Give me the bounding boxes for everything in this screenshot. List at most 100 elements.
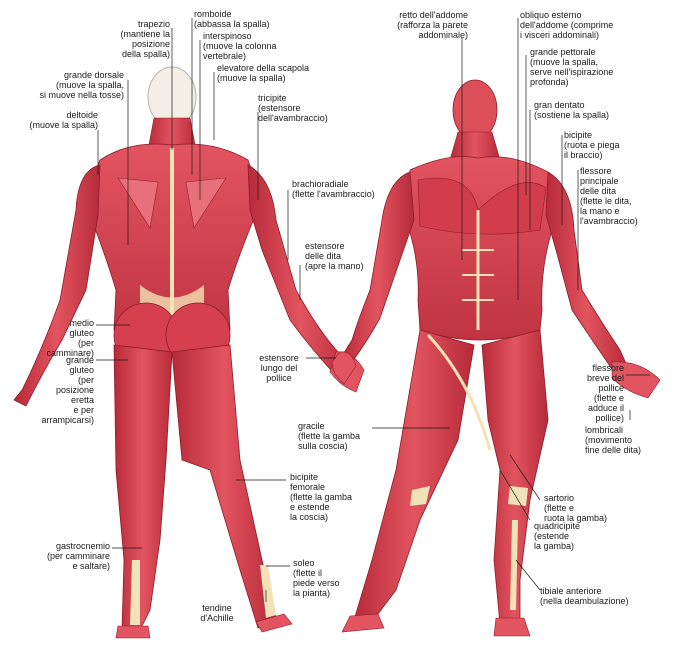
label-text: profonda) [530,77,569,87]
leader-lines [96,18,650,602]
label-text: (ruota e piega [564,140,620,150]
label-text: flessore [580,166,612,176]
label-text: (flette la gamba [298,431,361,441]
label-text: camminare) [46,348,94,358]
back-arm-right [247,164,353,381]
label-text: pollice) [595,413,624,423]
label-sartorio: sartorio (flette e ruota la gamba) [544,493,607,523]
leader-sartorio [509,454,541,501]
back-arm-left [13,164,101,407]
label-text: sartorio [544,493,575,503]
label-text: brachioradiale [292,179,349,189]
label-text: delle dita [305,251,342,261]
label-text: vertebrale) [203,51,247,61]
label-text: (per [77,375,94,385]
label-text: tricipite [258,93,287,103]
label-text: pollice [598,383,624,393]
label-text: (flette il [293,568,323,578]
label-text: (sostiene la spalla) [534,110,610,120]
label-obliquo: obliquo esterno dell'addome (comprime i … [520,10,613,40]
label-estensore-dita: estensore delle dita (apre la mano) [305,241,364,271]
back-foot-right [255,613,293,633]
label-text: la pianta) [293,588,331,598]
label-text: ruota la gamba) [544,513,608,523]
label-text: (muove la spalla, [55,80,124,90]
label-text: addominale) [418,30,468,40]
label-text: (flette la gamba [290,492,353,502]
label-text: la gamba) [534,541,575,551]
label-grande-gluteo: grande gluteo (per posizione eretta e pe… [30,355,94,425]
label-text: il braccio) [564,150,603,160]
label-text: elevatore della scapola [217,63,310,73]
label-text: (muove la spalla) [217,73,286,83]
label-text: gluteo [69,328,94,338]
label-text: trapezio [137,19,170,29]
label-soleo: soleo (flette il piede verso la pianta) [293,558,340,598]
label-bicipite-femorale: bicipite femorale (flette la gamba e est… [290,472,352,522]
label-retto-addome: retto dell'addome (rafforza la parete ad… [380,10,468,40]
back-leg-left [113,344,173,631]
label-text: dell'avambraccio) [258,113,328,123]
label-text: d'Achille [200,613,234,623]
label-text: obliquo esterno [520,10,582,20]
label-text: principale [580,176,619,186]
label-text: quadricipite [534,521,581,531]
label-text: (per [77,338,94,348]
label-tibiale-anteriore: tibiale anteriore (nella deambulazione) [540,586,629,606]
label-text: e estende [290,502,330,512]
front-neck [449,131,501,161]
label-tricipite: tricipite (estensore dell'avambraccio) [258,93,328,123]
label-text: interspinoso [203,31,252,41]
label-estensore-pollice: estensore lungo del pollice [252,353,306,383]
label-text: lombricali [585,425,624,435]
label-text: romboide [194,9,232,19]
label-trapezio: trapezio (mantiene la posizione della sp… [100,19,170,59]
label-text: (nella deambulazione) [540,596,629,606]
label-interspinoso: interspinoso (muove la colonna vertebral… [203,31,277,61]
label-text: grande pettorale [530,47,596,57]
label-text: (abbassa la spalla) [194,19,270,29]
front-head [452,79,498,141]
label-text: e saltare) [72,561,110,571]
front-foot-left [341,613,385,633]
label-text: si muove nella tosse) [39,90,124,100]
label-text: adduce il [587,403,624,413]
front-figure [331,79,661,637]
label-text: (flette e [544,503,575,513]
label-text: (muove la spalla) [29,120,98,130]
label-text: (per camminare [46,551,110,561]
front-pectorals [417,177,547,235]
label-flessore-breve: flessore breve del pollice (flette e add… [570,363,624,423]
label-grande-dorsale: grande dorsale (muove la spalla, si muov… [18,70,124,100]
label-bicipite: bicipite (ruota e piega il braccio) [564,130,620,160]
label-text: piede verso [293,578,340,588]
label-text: (mantiene la [120,29,170,39]
label-text: posizione [55,385,94,395]
label-flessore-principale: flessore principale delle dita (flette l… [580,166,638,226]
back-figure [13,66,365,639]
label-text: i visceri addominali) [520,30,600,40]
front-arm-left [341,171,415,363]
label-text: (estende [534,531,570,541]
label-text: lungo del [260,363,298,373]
label-medio-gluteo: medio gluteo (per camminare) [42,318,94,358]
label-elevatore: elevatore della scapola (muove la spalla… [217,63,309,83]
back-scapula-right [185,177,227,229]
label-text: deltoide [66,110,98,120]
label-text: (rafforza la parete [397,20,468,30]
back-achilles-left [130,560,140,625]
label-text: (movimento [585,435,633,445]
back-leg-right [171,344,277,629]
label-romboide: romboide (abbassa la spalla) [194,9,270,29]
front-knee-left [410,486,430,506]
label-gastrocnemio: gastrocnemio (per camminare e saltare) [30,541,110,571]
label-text: grande [65,355,94,365]
label-lombricali: lombricali (movimento fine delle dita) [585,425,641,455]
label-text: (muove la colonna [203,41,277,51]
label-text: della spalla) [121,49,170,59]
label-text: (apre la mano) [305,261,364,271]
label-text: (flette le dita, [580,196,632,206]
label-gracile: gracile (flette la gamba sulla coscia) [298,421,360,451]
label-text: femorale [290,482,326,492]
